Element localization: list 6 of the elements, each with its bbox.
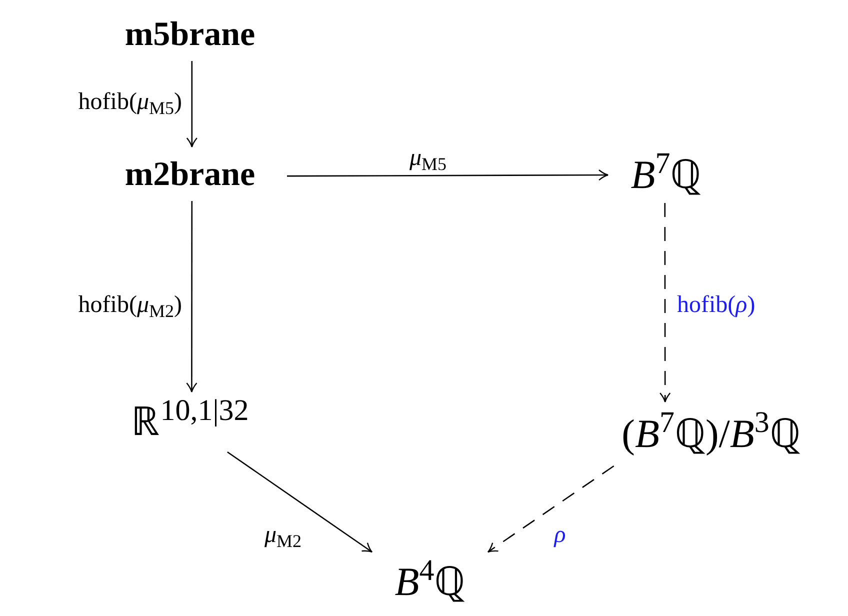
math-label: m5brane: [95, 8, 285, 60]
math-label: m2brane: [95, 148, 285, 200]
math-label: (B$^{7}$ℚ)/B$^{3}$ℚ: [576, 403, 846, 465]
math-label: B$^{7}$ℚ: [610, 148, 722, 202]
math-label: ℝ$^{10,1|32}$: [105, 393, 275, 451]
math-label: B$^{4}$ℚ: [372, 553, 488, 611]
